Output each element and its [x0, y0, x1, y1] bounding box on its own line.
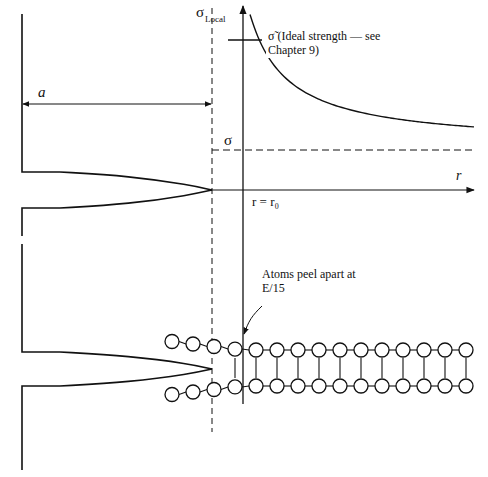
atomic-bond [242, 348, 249, 350]
atomic-bond [284, 385, 291, 386]
atom [249, 343, 263, 357]
atom [312, 343, 326, 357]
atomic-bond [423, 358, 424, 378]
atomic-bond [305, 349, 312, 350]
atom [417, 379, 431, 393]
atomic-bond [452, 385, 459, 386]
plate-outline [22, 386, 60, 470]
axis-subscript: Local [205, 14, 226, 24]
atom [375, 343, 389, 357]
atom [459, 379, 473, 393]
atom [165, 334, 179, 348]
atom [186, 385, 200, 399]
atomic-bond [255, 358, 256, 378]
axis-label: r [456, 168, 461, 184]
atomic-bond [326, 349, 333, 350]
atomic-bond [402, 358, 403, 378]
atom [354, 379, 368, 393]
atom [186, 337, 200, 351]
atomic-bond [347, 349, 354, 350]
atomic-bond [318, 358, 319, 378]
atom [207, 382, 221, 396]
plate-outline [22, 14, 60, 172]
atomic-bond [284, 349, 291, 350]
atomic-bond [200, 389, 207, 392]
atomic-bond [389, 385, 396, 386]
plate-outline [22, 244, 60, 352]
atom [417, 343, 431, 357]
stress-curve [250, 14, 474, 126]
crack-length-label: a [38, 84, 46, 101]
atomic-bond [452, 349, 459, 350]
atomic-bond [410, 349, 417, 350]
atom [396, 379, 410, 393]
atom [438, 379, 452, 393]
atom [333, 343, 347, 357]
stress-axis [242, 6, 243, 404]
plate-outline [22, 208, 60, 236]
crack-face [60, 352, 212, 369]
atomic-bond [179, 341, 186, 344]
ideal-strength-line [228, 39, 262, 40]
atomic-bond [263, 385, 270, 386]
r-axis [212, 189, 474, 190]
atomic-bond [339, 358, 340, 378]
atom [270, 379, 284, 393]
atomic-bond [242, 385, 249, 387]
atomic-bond [381, 358, 382, 378]
leader-line [244, 306, 262, 334]
crack-face [60, 369, 212, 386]
atomic-bond [347, 385, 354, 386]
atoms-note: Atoms peel apart at E/15 [262, 268, 374, 296]
radius-label: r = r₀ [252, 195, 279, 210]
crack-face [60, 172, 212, 190]
ideal-strength-label: σ̃ (Ideal strength — see Chapter 9) [266, 30, 410, 58]
axis-label: σ [196, 4, 204, 21]
atomic-bond [297, 358, 298, 378]
atom [228, 342, 242, 356]
atomic-bond [410, 385, 417, 386]
atom [249, 379, 263, 393]
atomic-bond [234, 358, 235, 378]
atomic-bond [431, 349, 438, 350]
atom [354, 343, 368, 357]
crack-face [60, 190, 212, 208]
atomic-bond [465, 358, 466, 378]
atom [291, 343, 305, 357]
stress-label: σ [222, 132, 234, 149]
atomic-bond [276, 358, 277, 378]
atom [375, 379, 389, 393]
atomic-bond [221, 387, 228, 390]
atomic-bond [263, 349, 270, 350]
atomic-bond [200, 344, 207, 347]
applied-stress-line [212, 150, 474, 151]
atom [312, 379, 326, 393]
atom [459, 343, 473, 357]
atomic-bond [360, 358, 361, 378]
atomic-bond [368, 349, 375, 350]
atomic-bond [431, 385, 438, 386]
atom [165, 388, 179, 402]
atomic-bond [368, 385, 375, 386]
atomic-bond [389, 349, 396, 350]
atomic-bond [179, 392, 186, 395]
atomic-bond [221, 347, 228, 350]
atom [228, 380, 242, 394]
atom [270, 343, 284, 357]
atom [291, 379, 305, 393]
atomic-bond [305, 385, 312, 386]
atomic-bond [444, 358, 445, 378]
atom [396, 343, 410, 357]
atom [333, 379, 347, 393]
atom [438, 343, 452, 357]
dimension-arrow [23, 104, 211, 105]
atomic-bond [326, 385, 333, 386]
atom [207, 340, 221, 354]
